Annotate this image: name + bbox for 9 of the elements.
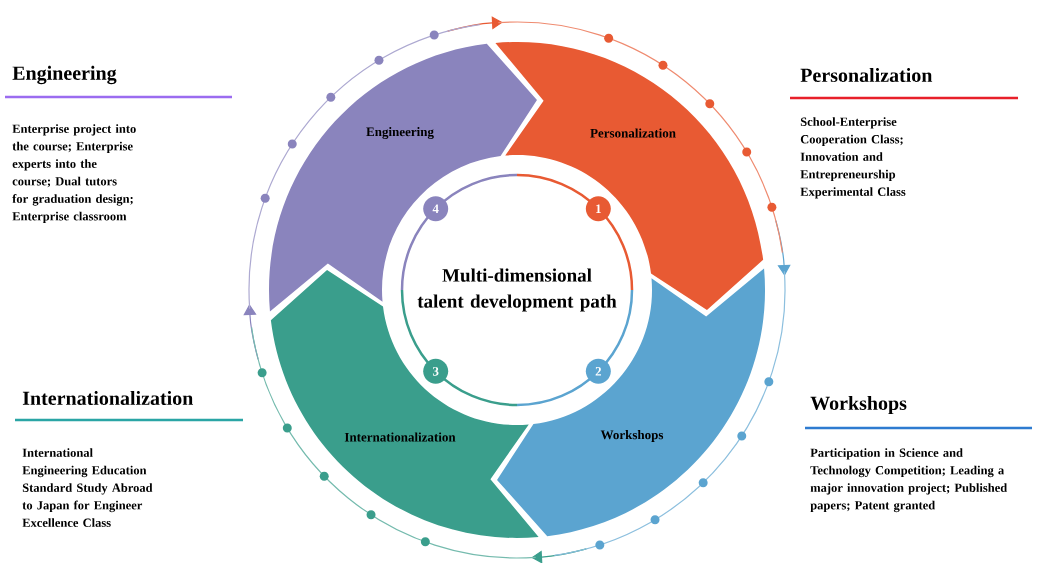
- heading: Internationalization: [22, 390, 194, 406]
- center-text: Multi-dimensional talent development path: [417, 268, 617, 312]
- heading: Engineering: [12, 65, 117, 85]
- description: School-Enterprise Cooperation Class; Innovation and Entrepreneurship Experimental Class: [800, 117, 906, 199]
- description: International Engineering Education Standard Study Abroad to Japan for Engineer Excellence Class: [22, 448, 153, 527]
- heading: Workshops: [810, 395, 907, 415]
- description: Participation in Science and Technology Competition; Leading a major innovation project; Published papers; Patent granted: [810, 448, 1008, 513]
- heading: Personalization: [800, 67, 933, 83]
- description: Enterprise project into the course; Enterprise experts into the course; Dual tutors for graduation design; Enterprise classroom: [12, 124, 136, 224]
